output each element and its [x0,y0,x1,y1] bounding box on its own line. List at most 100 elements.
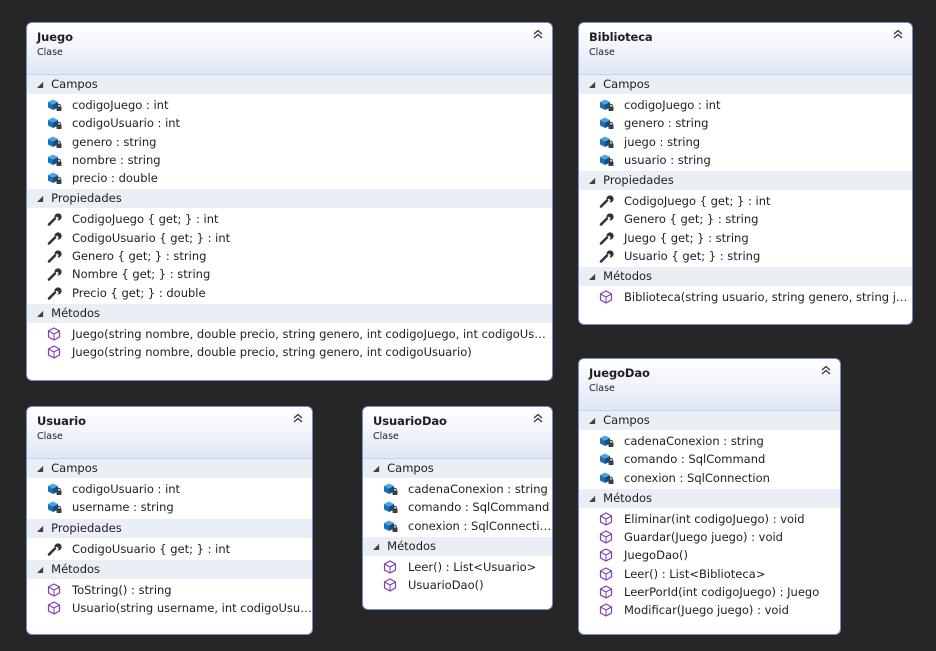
triangle-expanded-icon[interactable]: ◢ [37,523,44,533]
private-field-icon [47,153,63,167]
member-propiedades[interactable]: Juego { get; } : string [579,229,912,247]
triangle-expanded-icon[interactable]: ◢ [37,194,44,204]
method-cube-icon [599,548,615,563]
section-header-campos[interactable]: ◢Campos [363,459,552,478]
section-header-propiedades[interactable]: ◢Propiedades [27,189,552,209]
member-metodos[interactable]: Usuario(string username, int codigoUsuar… [27,599,312,617]
member-campos[interactable]: nombre : string [27,151,552,169]
double-chevron-up-icon[interactable] [891,28,905,42]
member-campos[interactable]: precio : double [27,169,552,187]
member-campos[interactable]: genero : string [27,133,552,151]
triangle-expanded-icon[interactable]: ◢ [37,564,44,574]
member-metodos[interactable]: Eliminar(int codigoJuego) : void [579,510,840,528]
member-metodos[interactable]: Biblioteca(string usuario, string genero… [579,288,912,306]
triangle-expanded-icon[interactable]: ◢ [589,176,596,186]
member-propiedades[interactable]: CodigoUsuario { get; } : int [27,229,552,247]
section-header-campos[interactable]: ◢Campos [579,75,912,94]
member-propiedades[interactable]: Genero { get; } : string [579,210,912,228]
triangle-expanded-icon[interactable]: ◢ [37,80,44,89]
wrench-property-icon [47,212,63,227]
triangle-expanded-icon[interactable]: ◢ [589,493,596,503]
section-header-metodos[interactable]: ◢Métodos [579,267,912,287]
member-propiedades[interactable]: CodigoJuego { get; } : int [27,210,552,228]
section-header-metodos[interactable]: ◢Métodos [27,303,552,323]
member-propiedades[interactable]: Nombre { get; } : string [27,265,552,283]
section-items: CodigoUsuario { get; } : int [27,538,312,560]
private-field-icon [599,434,615,448]
triangle-expanded-icon[interactable]: ◢ [373,541,380,551]
member-text: Usuario(string username, int codigoUsuar… [72,601,312,616]
member-campos[interactable]: conexion : SqlConnection [363,517,552,535]
section-header-campos[interactable]: ◢Campos [27,459,312,478]
member-propiedades[interactable]: Usuario { get; } : string [579,247,912,265]
section-header-propiedades[interactable]: ◢Propiedades [27,518,312,538]
member-campos[interactable]: codigoUsuario : int [27,480,312,498]
member-campos[interactable]: usuario : string [579,151,912,169]
member-metodos[interactable]: JuegoDao() [579,546,840,564]
member-metodos[interactable]: Leer() : List<Usuario> [363,558,552,576]
member-campos[interactable]: cadenaConexion : string [363,480,552,498]
member-campos[interactable]: cadenaConexion : string [579,432,840,450]
member-text: Usuario { get; } : string [624,249,761,264]
double-chevron-up-icon[interactable] [531,28,545,42]
member-text: Leer() : List<Usuario> [408,559,537,574]
member-metodos[interactable]: ToString() : string [27,581,312,599]
member-metodos[interactable]: LeerPorId(int codigoJuego) : Juego [579,583,840,601]
member-campos[interactable]: genero : string [579,114,912,132]
member-propiedades[interactable]: Genero { get; } : string [27,247,552,265]
member-campos[interactable]: comando : SqlCommand [579,450,840,468]
member-text: CodigoJuego { get; } : int [72,212,219,227]
member-campos[interactable]: codigoJuego : int [27,96,552,114]
member-text: comando : SqlCommand [408,500,550,515]
double-chevron-up-icon[interactable] [819,364,833,378]
triangle-expanded-icon[interactable]: ◢ [37,308,44,318]
private-field-icon [599,452,615,466]
private-field-icon [383,482,399,496]
triangle-expanded-icon[interactable]: ◢ [373,464,380,473]
member-metodos[interactable]: Guardar(Juego juego) : void [579,528,840,546]
triangle-expanded-icon[interactable]: ◢ [589,416,596,425]
member-campos[interactable]: comando : SqlCommand [363,498,552,516]
section-header-metodos[interactable]: ◢Métodos [579,488,840,508]
member-metodos[interactable]: UsuarioDao() [363,576,552,594]
member-metodos[interactable]: Juego(string nombre, double precio, stri… [27,325,552,343]
method-cube-icon [383,578,399,592]
member-campos[interactable]: codigoJuego : int [579,96,912,114]
member-metodos[interactable]: Leer() : List<Biblioteca> [579,565,840,583]
member-campos[interactable]: username : string [27,498,312,516]
section-header-metodos[interactable]: ◢Métodos [27,559,312,579]
member-text: conexion : SqlConnection [624,470,770,485]
section-header-metodos[interactable]: ◢Métodos [363,536,552,556]
class-kind: Clase [373,431,399,442]
member-propiedades[interactable]: CodigoUsuario { get; } : int [27,540,312,558]
member-metodos[interactable]: Juego(string nombre, double precio, stri… [27,343,552,361]
section-header-propiedades[interactable]: ◢Propiedades [579,171,912,191]
member-propiedades[interactable]: Precio { get; } : double [27,284,552,302]
member-campos[interactable]: conexion : SqlConnection [579,469,840,487]
section-header-campos[interactable]: ◢Campos [27,75,552,94]
wrench-property-icon [47,542,63,556]
member-campos[interactable]: codigoUsuario : int [27,114,552,132]
double-chevron-up-icon[interactable] [531,412,545,426]
member-propiedades[interactable]: CodigoJuego { get; } : int [579,192,912,210]
triangle-expanded-icon[interactable]: ◢ [589,272,596,282]
member-text: CodigoUsuario { get; } : int [72,230,231,245]
triangle-expanded-icon[interactable]: ◢ [589,80,596,89]
double-chevron-up-icon[interactable] [291,412,305,426]
member-campos[interactable]: juego : string [579,133,912,151]
triangle-expanded-icon[interactable]: ◢ [37,464,44,473]
section-header-campos[interactable]: ◢Campos [579,411,840,430]
member-metodos[interactable]: Modificar(Juego juego) : void [579,601,840,619]
